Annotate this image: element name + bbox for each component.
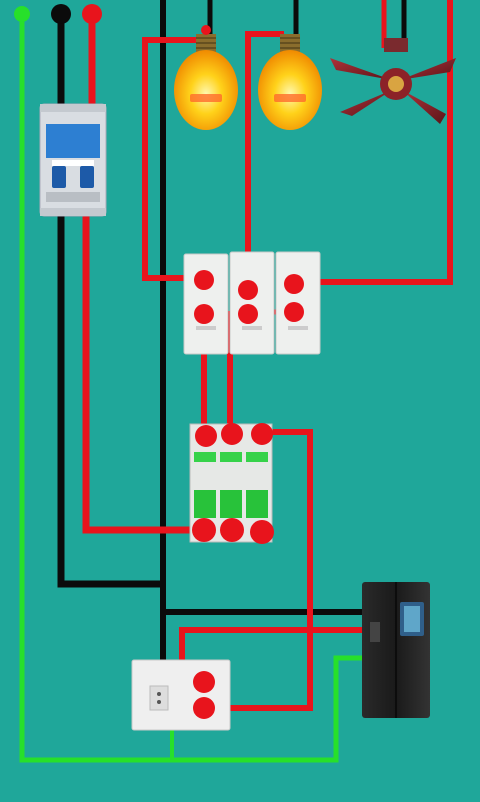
terminal-point (194, 304, 214, 324)
terminal-point (238, 304, 258, 324)
main-breaker (39, 103, 107, 217)
terminal-point (192, 518, 216, 542)
switch-board (183, 251, 321, 355)
terminal-point (220, 518, 244, 542)
ceiling-fan (330, 38, 456, 124)
terminal-point (193, 671, 215, 693)
mcb-bank (189, 423, 274, 544)
terminal-point (193, 697, 215, 719)
socket-board (131, 659, 231, 731)
bulb-2 (258, 34, 322, 130)
fan-icon (330, 38, 456, 124)
neutral-wires (51, 0, 407, 660)
terminal-point (195, 425, 217, 447)
fridge-icon (362, 582, 430, 718)
bulb-1 (174, 25, 238, 130)
terminal-point (194, 270, 214, 290)
refrigerator (362, 582, 430, 718)
bulb-icon (174, 25, 238, 130)
terminal-point (221, 423, 243, 445)
breaker-icon (52, 160, 94, 188)
terminal-point (251, 423, 273, 445)
terminal-point (238, 280, 258, 300)
switch-icon (183, 251, 321, 355)
terminal-point (284, 274, 304, 294)
terminal-point (250, 520, 274, 544)
terminal-point (284, 302, 304, 322)
socket-icon (131, 659, 231, 731)
bulb-icon (258, 34, 322, 130)
breaker-icon (194, 452, 268, 518)
